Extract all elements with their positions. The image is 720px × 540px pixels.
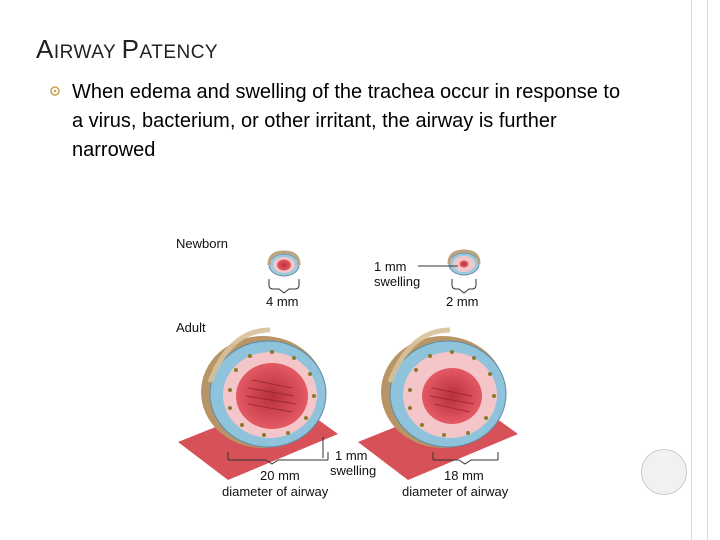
adult-left-size: 20 mm bbox=[260, 468, 300, 483]
newborn-right-size: 2 mm bbox=[446, 294, 479, 309]
slide-title: AIRWAY PATENCY bbox=[36, 34, 218, 65]
bullet-text: When edema and swelling of the trachea o… bbox=[72, 78, 632, 165]
newborn-label: Newborn bbox=[176, 236, 228, 251]
newborn-right-bracket bbox=[452, 279, 476, 293]
adult-airway-swollen bbox=[358, 330, 518, 480]
adult-right-caption: diameter of airway bbox=[402, 484, 508, 499]
decorative-circle bbox=[641, 449, 687, 495]
swelling-large-value: 1 mm bbox=[335, 448, 368, 463]
newborn-left-size: 4 mm bbox=[266, 294, 299, 309]
adult-label: Adult bbox=[176, 320, 206, 335]
bullet-icon bbox=[50, 86, 60, 96]
swelling-large-label: swelling bbox=[330, 463, 376, 478]
newborn-left-bracket bbox=[269, 279, 299, 293]
swelling-small-label: swelling bbox=[374, 274, 420, 289]
swelling-small-value: 1 mm bbox=[374, 259, 407, 274]
newborn-airway-swollen bbox=[449, 251, 479, 275]
slide-border-right bbox=[707, 0, 708, 540]
newborn-airway-normal bbox=[269, 252, 299, 276]
airway-diagram: Newborn Adult 1 mm swelling 4 mm 2 mm 1 … bbox=[168, 222, 548, 507]
adult-right-size: 18 mm bbox=[444, 468, 484, 483]
adult-left-caption: diameter of airway bbox=[222, 484, 328, 499]
slide-border-left bbox=[691, 0, 692, 540]
adult-airway-normal bbox=[178, 330, 338, 480]
